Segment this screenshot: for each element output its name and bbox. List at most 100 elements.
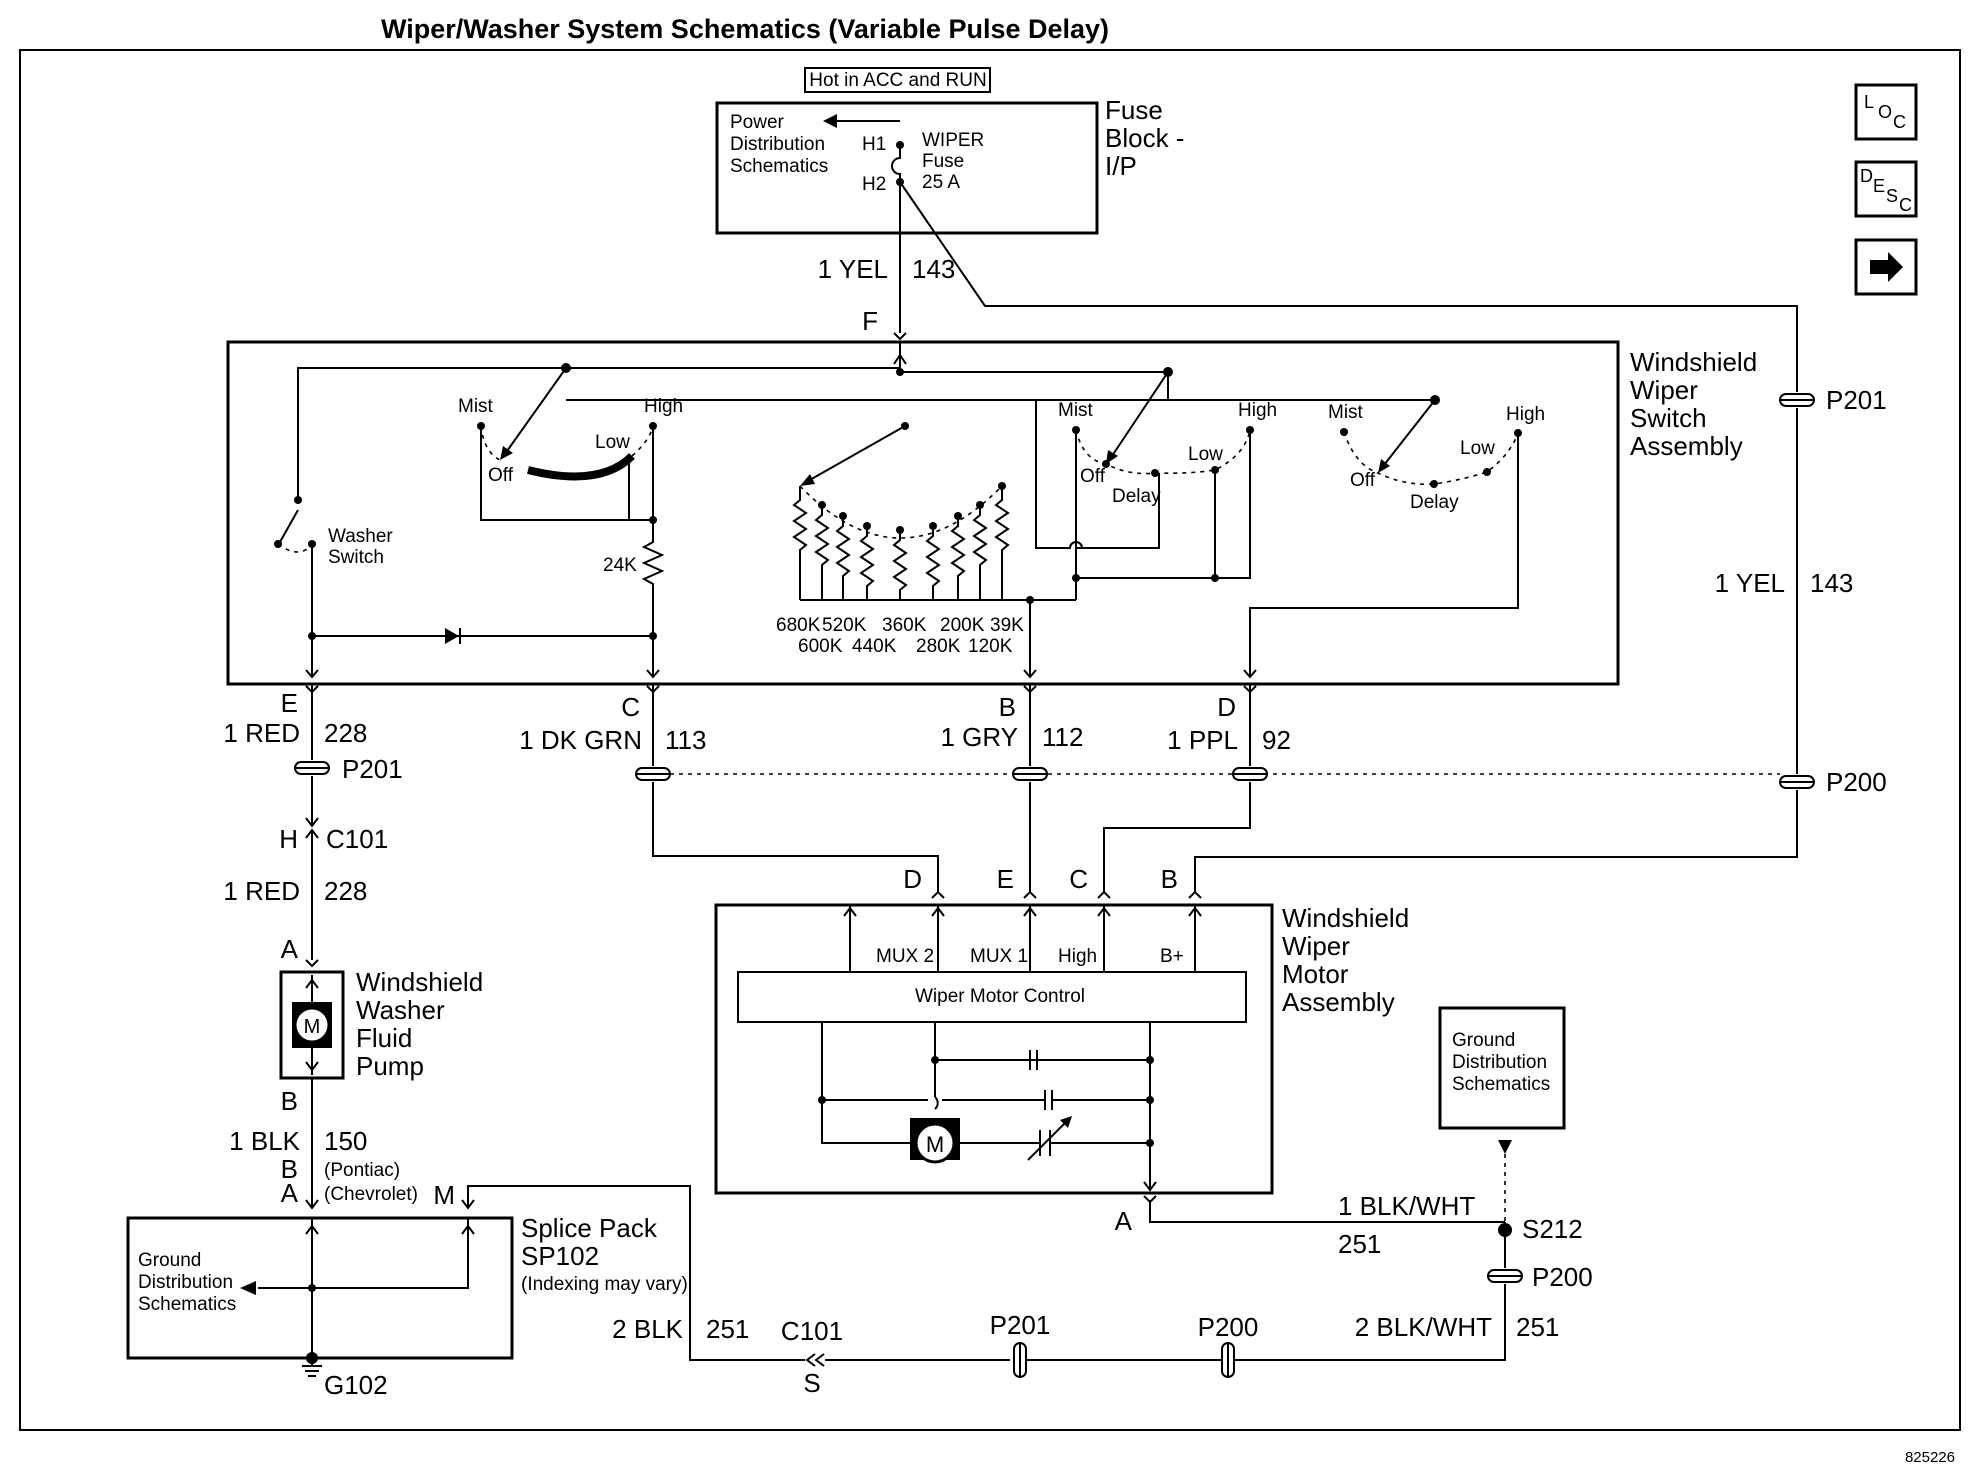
wire-red-1: 1 RED	[223, 718, 300, 748]
hot-label: Hot in ACC and RUN	[809, 70, 986, 91]
pos-mist-2: Mist	[1058, 400, 1094, 421]
pos-off-1: Off	[488, 465, 514, 486]
wire-112: 112	[1042, 722, 1083, 752]
switch-assembly-box	[226, 340, 1620, 686]
wire-yel-label: 1 YEL	[818, 254, 888, 284]
pos-high-1: High	[644, 396, 683, 417]
svg-text:C: C	[1893, 112, 1906, 132]
pump-name4: Pump	[356, 1051, 424, 1081]
wiper-motor-control	[737, 971, 1247, 1023]
pos-mist-1: Mist	[458, 396, 494, 417]
wire-228-2: 228	[324, 876, 367, 906]
res-280k: 280K	[916, 636, 961, 657]
ground-ref-right-3: Schematics	[1452, 1074, 1550, 1095]
splice-pack-name3: (Indexing may vary)	[521, 1274, 688, 1295]
power-ref-line3: Schematics	[730, 156, 828, 177]
power-ref-line2: Distribution	[730, 134, 825, 155]
res-200k: 200K	[940, 615, 985, 636]
res-520k: 520K	[822, 615, 867, 636]
diode-icon	[445, 628, 459, 644]
arrow-right-icon	[1870, 252, 1903, 282]
pin-b-pontiac: B	[281, 1154, 298, 1184]
delay-resistor-bank	[792, 482, 1076, 601]
pin-c-switch: C	[621, 692, 640, 722]
res-39k: 39K	[990, 615, 1024, 636]
term-bplus: B+	[1160, 946, 1184, 967]
next-arrow-button[interactable]	[1854, 238, 1918, 296]
pos-high-2: High	[1238, 400, 1277, 421]
splice-pack-name2: SP102	[521, 1241, 599, 1271]
motor-name3: Motor	[1282, 959, 1349, 989]
pin-e-motor: E	[997, 864, 1014, 894]
power-ref-line1: Power	[730, 112, 785, 133]
ground-ref-left-2: Distribution	[138, 1272, 233, 1293]
splice-pack-box	[126, 1216, 514, 1360]
fuse-block-name2: Block -	[1105, 123, 1184, 153]
svg-text:S: S	[1886, 186, 1898, 206]
switch-name4: Assembly	[1630, 431, 1743, 461]
pin-h2: H2	[862, 174, 886, 195]
res-120k: 120K	[968, 636, 1013, 657]
svg-text:M: M	[926, 1132, 944, 1157]
pin-c-motor: C	[1069, 864, 1088, 894]
wire-150: 150	[324, 1126, 367, 1156]
pos-high-3: High	[1506, 404, 1545, 425]
motor-name4: Assembly	[1282, 987, 1395, 1017]
wire-143-right: 143	[1810, 568, 1853, 598]
pos-delay-3: Delay	[1410, 492, 1459, 513]
svg-text:D: D	[1860, 166, 1873, 186]
pump-name1: Windshield	[356, 967, 483, 997]
pin-s: S	[803, 1368, 820, 1398]
wire-gry: 1 GRY	[940, 722, 1018, 752]
wire-251-2: 251	[1516, 1312, 1559, 1342]
fuse-line3: 25 A	[922, 172, 960, 193]
fuse-icon	[891, 145, 901, 182]
pos-low-2: Low	[1188, 444, 1223, 465]
term-high: High	[1058, 946, 1097, 967]
pin-a-chevrolet: A	[281, 1178, 299, 1208]
fuse-block-name3: I/P	[1105, 151, 1137, 181]
wire-dkgrn: 1 DK GRN	[519, 725, 642, 755]
ground-ref-right-box	[1438, 1006, 1566, 1130]
motor-assembly-box	[714, 903, 1274, 1195]
washer-switch-line1: Washer	[328, 526, 393, 547]
conn-p200-bottom: P200	[1532, 1262, 1593, 1292]
page-title: Wiper/Washer System Schematics (Variable…	[381, 14, 1109, 44]
wire-yel-right: 1 YEL	[1715, 568, 1785, 598]
pos-low-3: Low	[1460, 438, 1495, 459]
pump-name2: Washer	[356, 995, 445, 1025]
pin-a-pump: A	[281, 934, 299, 964]
conn-s212: S212	[1522, 1214, 1583, 1244]
pin-h: H	[279, 824, 298, 854]
conn-c101-bottom: C101	[781, 1316, 843, 1346]
pin-b-switch: B	[999, 692, 1016, 722]
pos-low-1: Low	[595, 432, 630, 453]
conn-p201-left: P201	[342, 754, 403, 784]
wire-red-2: 1 RED	[223, 876, 300, 906]
motor-name1: Windshield	[1282, 903, 1409, 933]
washer-pump-motor-icon: M	[292, 1002, 332, 1048]
svg-text:C: C	[1899, 195, 1912, 215]
term-mux2: MUX 2	[876, 946, 934, 967]
res-600k: 600K	[798, 636, 843, 657]
pump-name3: Fluid	[356, 1023, 412, 1053]
conn-c101-left: C101	[326, 824, 388, 854]
ground-ref-left-3: Schematics	[138, 1294, 236, 1315]
wire-92: 92	[1262, 725, 1291, 755]
svg-text:O: O	[1878, 102, 1892, 122]
washer-switch-line2: Switch	[328, 547, 384, 568]
fuse-line1: WIPER	[922, 130, 984, 151]
pin-a-motor: A	[1115, 1206, 1133, 1236]
pin-h1: H1	[862, 134, 886, 155]
pin-d-motor: D	[903, 864, 922, 894]
pin-b-pump: B	[281, 1086, 298, 1116]
wire-blkwht-1: 1 BLK/WHT	[1338, 1191, 1475, 1221]
hot-label-box	[804, 67, 991, 93]
svg-text:E: E	[1873, 176, 1885, 196]
splice-pack-name1: Splice Pack	[521, 1213, 658, 1243]
wire-113: 113	[665, 725, 706, 755]
pin-b-motor: B	[1161, 864, 1178, 894]
